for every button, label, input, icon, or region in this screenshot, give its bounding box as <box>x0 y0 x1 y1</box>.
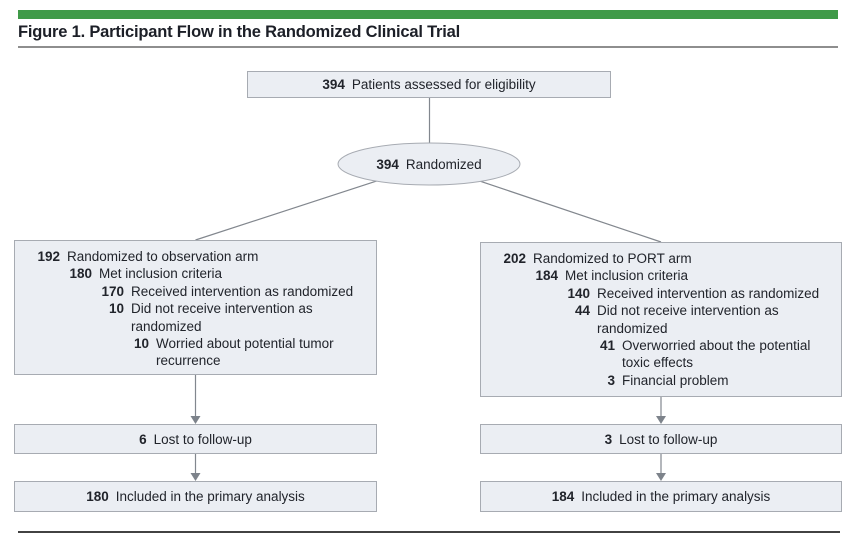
flow-line: 170 Received intervention as randomized <box>101 283 354 299</box>
port-arm-box: 202 Randomized to PORT arm 184 Met inclu… <box>480 242 842 397</box>
randomized-count: 394 <box>376 156 399 172</box>
observation-lost-label: Lost to follow-up <box>153 431 252 447</box>
randomized-label: Randomized <box>405 156 482 172</box>
randomized-ellipse: 394 Randomized <box>338 143 520 185</box>
flow-line: 44 Did not receive intervention as <box>574 303 779 319</box>
flow-line-continuation: randomized <box>131 318 202 334</box>
title-divider <box>18 46 838 48</box>
figure-title: Figure 1. Participant Flow in the Random… <box>18 23 461 41</box>
port-lost-box: 3 Lost to follow-up <box>480 424 842 454</box>
flow-line: 180 Met inclusion criteria <box>69 266 223 282</box>
port-included-box: 184 Included in the primary analysis <box>480 481 842 512</box>
port-lost-label: Lost to follow-up <box>619 431 718 447</box>
flow-line: 10 Did not receive intervention as <box>108 301 313 317</box>
figure-accent-bar <box>18 10 838 19</box>
observation-included-box: 180 Included in the primary analysis <box>14 481 377 512</box>
flow-line-continuation: randomized <box>597 320 668 336</box>
flow-line-continuation: recurrence <box>156 353 221 369</box>
flow-line-continuation: toxic effects <box>622 355 694 371</box>
observation-lost-box: 6 Lost to follow-up <box>14 424 377 454</box>
port-lost-count: 3 <box>604 431 613 447</box>
observation-lost-count: 6 <box>139 431 147 447</box>
observation-arm-box: 192 Randomized to observation arm 180 Me… <box>14 240 377 375</box>
eligibility-count: 394 <box>322 77 345 92</box>
flow-line: 3 Financial problem <box>607 372 729 388</box>
port-included-count: 184 <box>551 489 575 504</box>
observation-included-count: 180 <box>86 489 109 504</box>
flow-line: 192 Randomized to observation arm <box>37 249 259 264</box>
observation-included-label: Included in the primary analysis <box>115 489 305 504</box>
eligibility-box: 394 Patients assessed for eligibility <box>247 71 611 98</box>
figure-bottom-rule <box>18 531 840 533</box>
flow-line: 140 Received intervention as randomized <box>567 285 820 301</box>
flow-line: 10 Worried about potential tumor <box>133 336 334 352</box>
randomized-ellipse-shape <box>337 142 521 186</box>
port-included-label: Included in the primary analysis <box>581 489 771 504</box>
eligibility-label: Patients assessed for eligibility <box>351 77 536 92</box>
flow-line: 41 Overworried about the potential <box>599 338 811 354</box>
flow-line: 202 Randomized to PORT arm <box>503 251 692 266</box>
flow-line: 184 Met inclusion criteria <box>535 268 689 284</box>
